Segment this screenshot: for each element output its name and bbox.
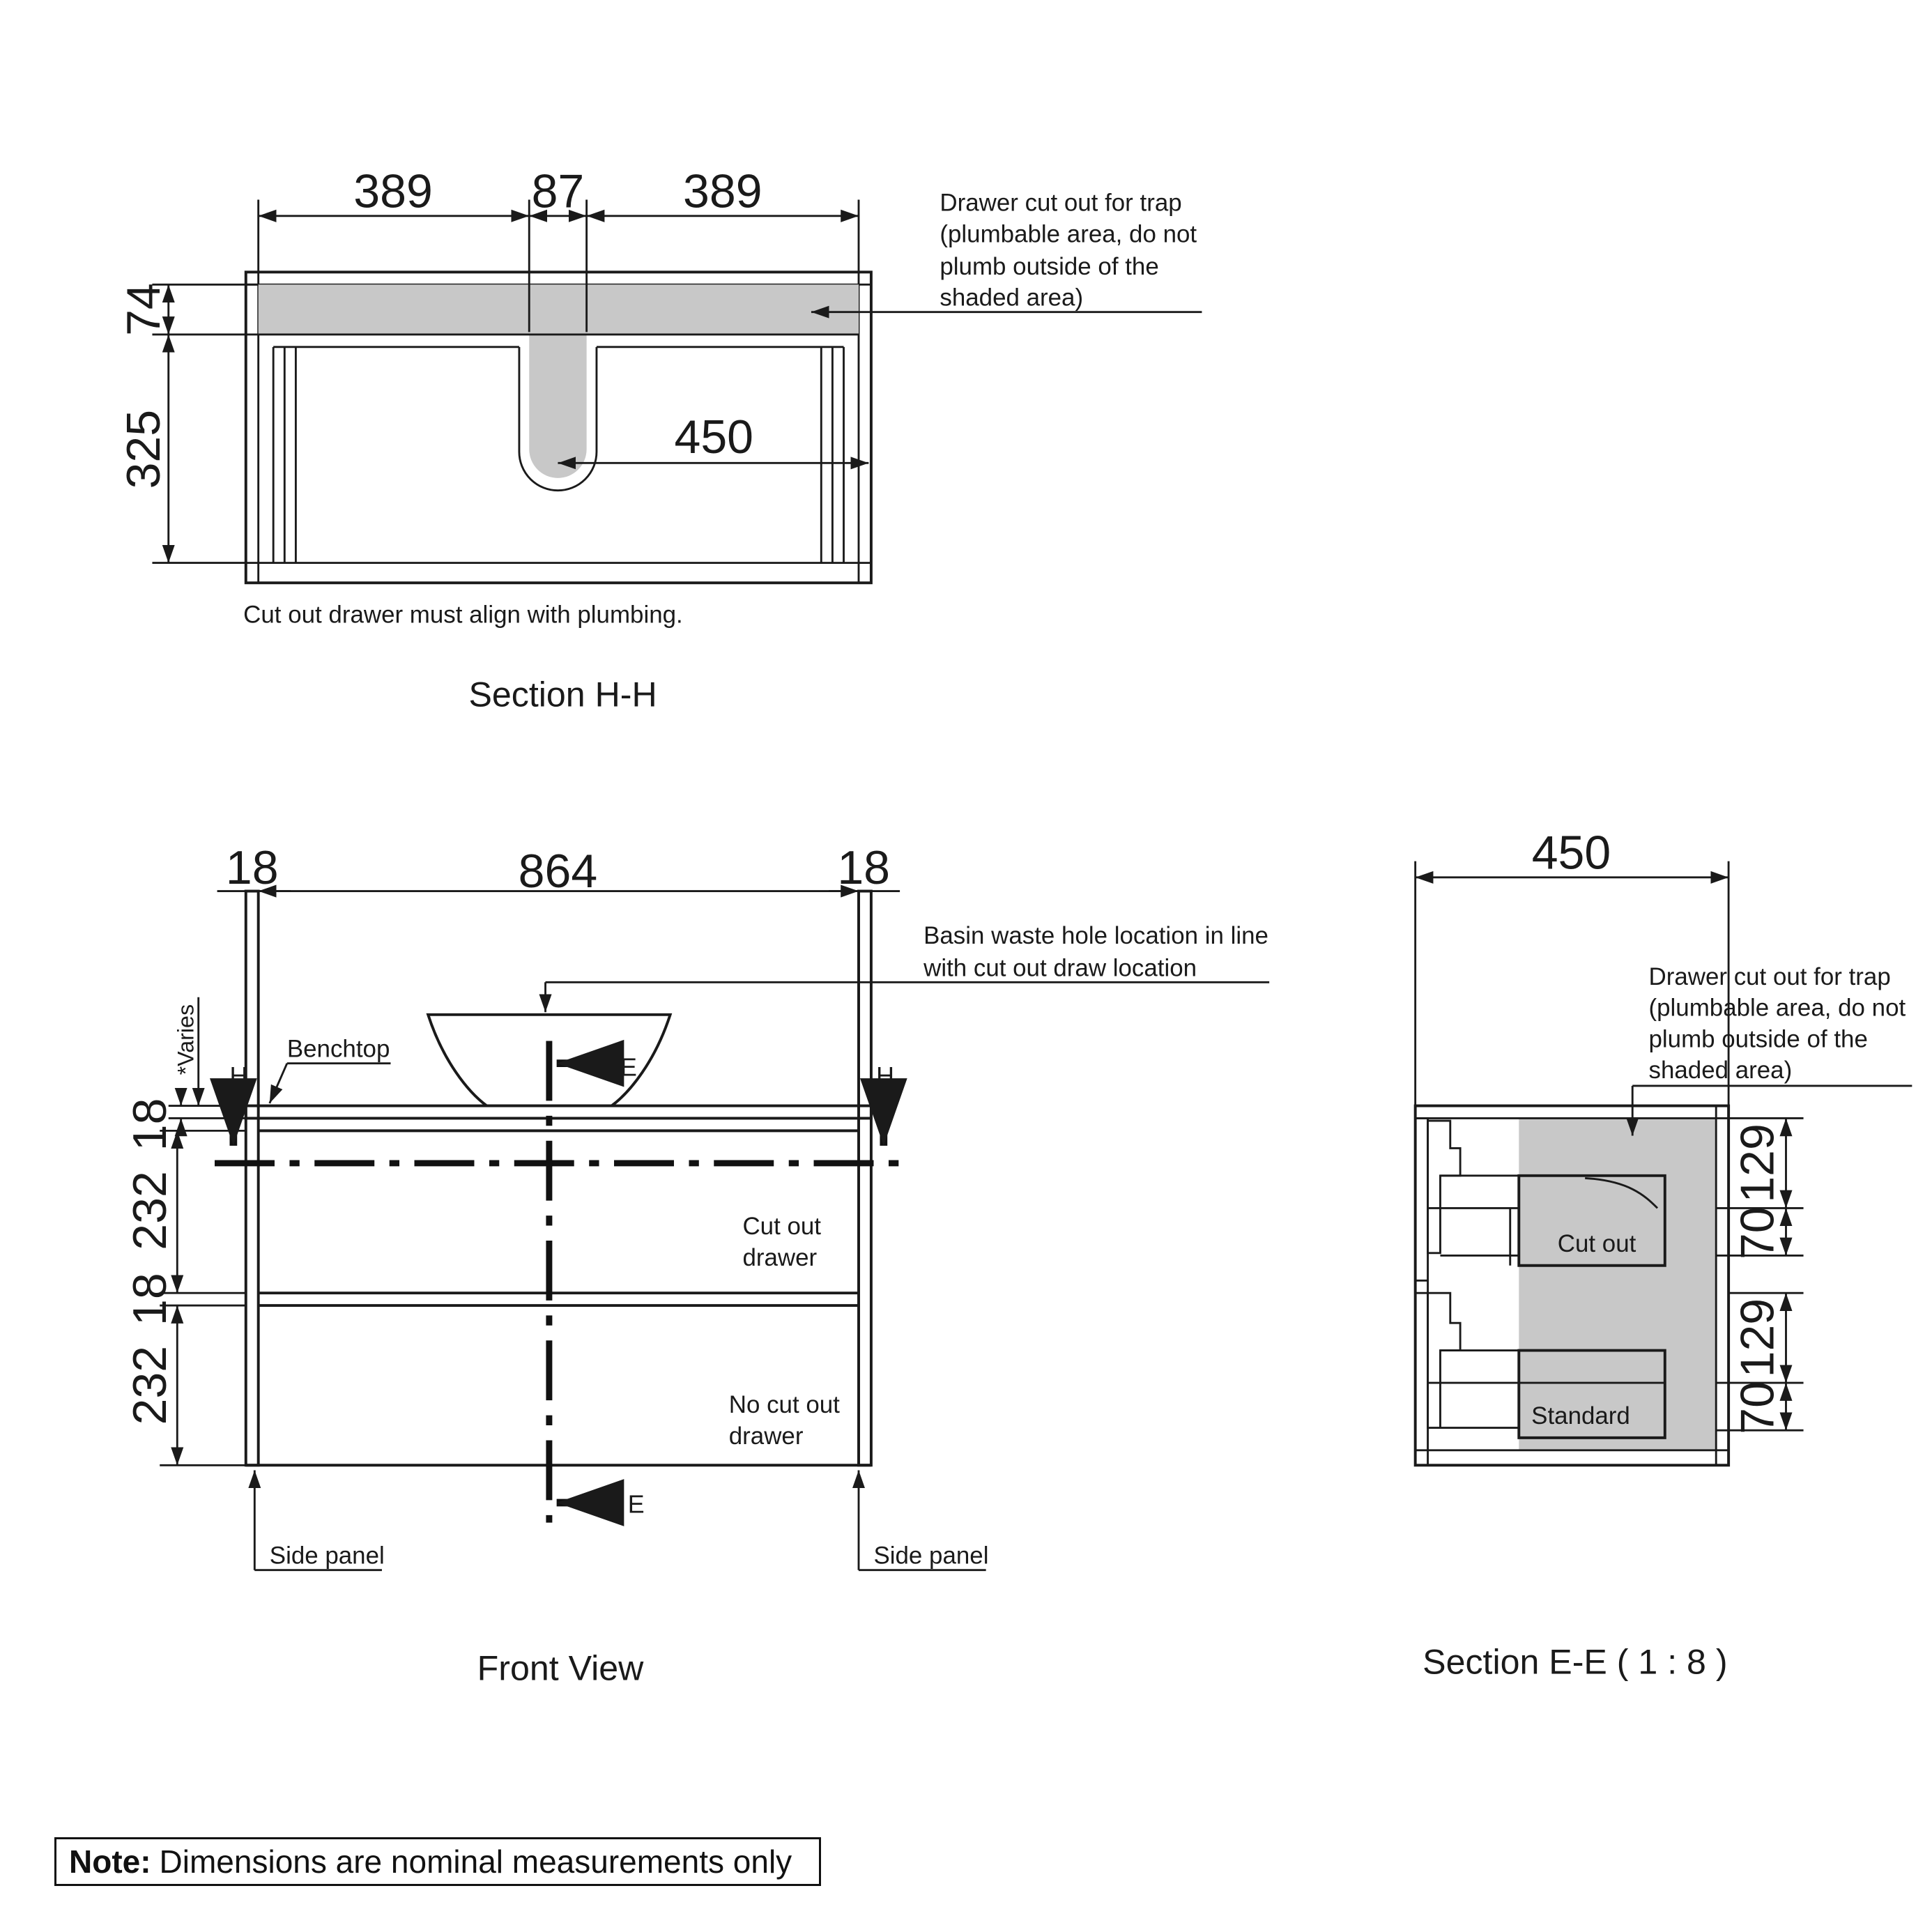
fv-label-h-right: H: [876, 1062, 894, 1090]
hh-callout-line-3: plumb outside of the: [940, 253, 1158, 280]
section-hh-view: 389 87 389 74 325 450 Drawer cut out for…: [117, 164, 1202, 714]
hh-plumbable-band: [258, 284, 859, 335]
ee-dim-lower-b: 70: [1731, 1381, 1784, 1434]
fv-dim-width: 864: [519, 845, 598, 898]
footer-note-label: Note:: [69, 1843, 151, 1880]
ee-plumbable-area: [1519, 1118, 1717, 1450]
fv-benchtop: [244, 1104, 873, 1120]
ee-callout-line-4: shaded area): [1649, 1057, 1793, 1084]
hh-dim-depth: 450: [675, 411, 754, 463]
ee-right-wall: [1715, 1105, 1730, 1466]
section-ee-view: 450 129 70 129 70 Drawer cut out for tra…: [1413, 826, 1912, 1681]
fv-label-cut-out-1: Cut out: [742, 1213, 821, 1240]
ee-dim-lower-a: 129: [1731, 1298, 1784, 1378]
fv-dim-benchtop: 18: [123, 1098, 176, 1151]
fv-label-no-cut-out-1: No cut out: [729, 1391, 840, 1418]
hh-callout-line-4: shaded area): [940, 284, 1083, 312]
fv-right-side-panel: [857, 889, 873, 1467]
fv-dim-side-right: 18: [837, 841, 890, 894]
hh-bottom-wall: [245, 562, 873, 584]
hh-dim-center: 87: [532, 164, 585, 217]
footer-note-text: Dimensions are nominal measurements only: [159, 1843, 792, 1880]
ee-top-wall: [1414, 1105, 1730, 1119]
footer-note: Note: Dimensions are nominal measurement…: [54, 1837, 821, 1886]
fv-dim-drawer1: 232: [123, 1171, 176, 1250]
fv-title: Front View: [477, 1648, 644, 1687]
fv-label-side-panel-right: Side panel: [873, 1542, 988, 1570]
fv-dim-side-left: 18: [226, 841, 279, 894]
fv-callout-line-2: with cut out draw location: [923, 954, 1197, 981]
hh-callout-line-1: Drawer cut out for trap: [940, 190, 1181, 217]
ee-callout-line-3: plumb outside of the: [1649, 1025, 1868, 1052]
fv-label-no-cut-out-2: drawer: [729, 1423, 804, 1450]
ee-bottom-wall: [1414, 1449, 1730, 1466]
hh-right-wall: [857, 270, 873, 584]
hh-callout-line-2: (plumbable area, do not: [940, 220, 1197, 247]
hh-dim-height: 325: [117, 410, 170, 489]
ee-label-standard: Standard: [1531, 1402, 1630, 1429]
fv-dim-varies: *Varies: [174, 1004, 199, 1075]
fv-label-cut-out-2: drawer: [742, 1244, 817, 1271]
hh-dim-left: 389: [353, 164, 433, 217]
hh-trap-slot: [529, 332, 587, 478]
hh-note: Cut out drawer must align with plumbing.: [243, 601, 683, 629]
ee-dim-upper-a: 129: [1731, 1124, 1784, 1203]
fv-label-e-bottom: E: [628, 1490, 645, 1518]
fv-left-side-panel: [244, 889, 260, 1467]
front-view: H H E E 18 864 18 *Varies 18 232 18 232 …: [123, 841, 1270, 1687]
fv-basin: [426, 1013, 673, 1107]
fv-callout-line-1: Basin waste hole location in line: [923, 922, 1268, 949]
ee-callout-line-1: Drawer cut out for trap: [1649, 963, 1891, 990]
fv-label-e-top: E: [620, 1054, 637, 1082]
hh-title: Section H-H: [468, 675, 657, 714]
hh-left-wall: [245, 270, 260, 584]
fv-label-h-left: H: [229, 1062, 247, 1090]
ee-dim-depth: 450: [1532, 826, 1611, 879]
ee-front-panel: [1414, 1117, 1429, 1466]
fv-dim-drawer2: 232: [123, 1346, 176, 1425]
hh-dim-top-height: 74: [117, 283, 170, 336]
ee-title: Section E-E ( 1 : 8 ): [1423, 1642, 1727, 1681]
ee-label-cut-out: Cut out: [1558, 1230, 1636, 1257]
hh-dim-right: 389: [683, 164, 762, 217]
fv-label-benchtop: Benchtop: [287, 1036, 390, 1063]
fv-label-side-panel-left: Side panel: [270, 1542, 385, 1570]
fv-dim-gap: 18: [123, 1273, 176, 1326]
ee-callout-line-2: (plumbable area, do not: [1649, 995, 1906, 1022]
hh-top-wall: [245, 270, 873, 286]
ee-dim-upper-b: 70: [1731, 1206, 1784, 1259]
